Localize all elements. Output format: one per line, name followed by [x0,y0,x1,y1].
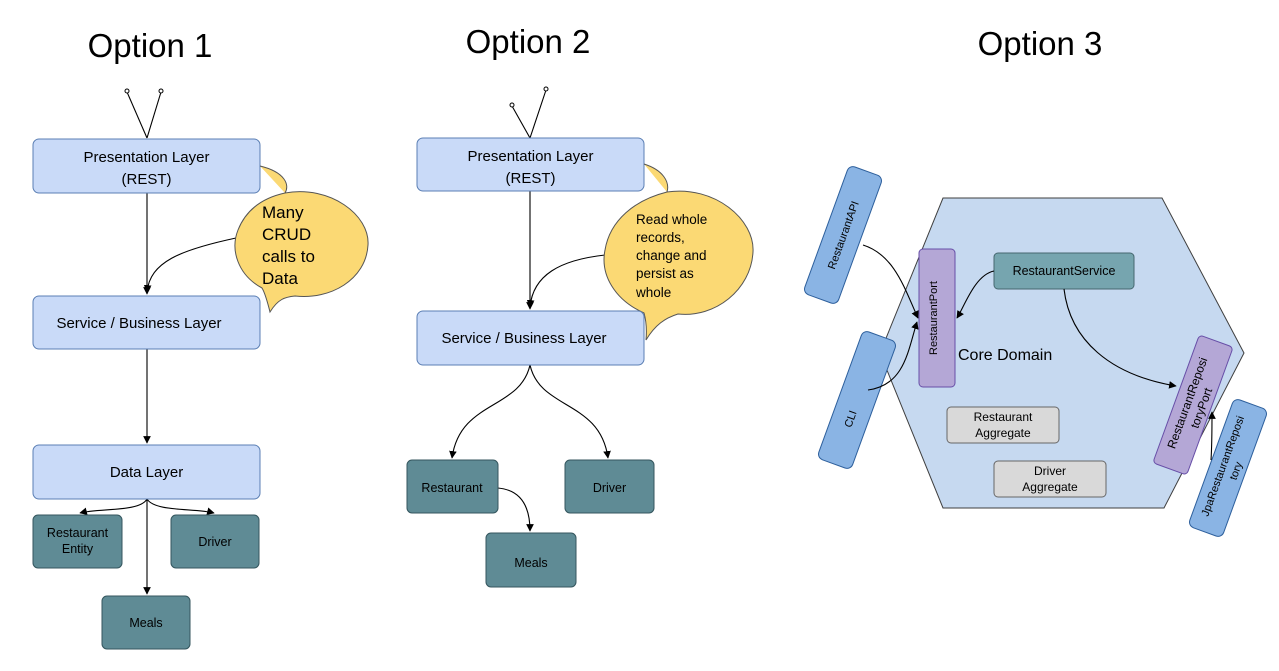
bubble-line-2: records, [636,230,685,245]
driver-label: Driver [593,481,626,495]
client-antenna-icon [509,86,549,139]
option-2: Option 2 Presentation Layer (REST) Read … [406,23,754,588]
restaurant-service-label: RestaurantService [1013,264,1116,278]
service-label: Service / Business Layer [56,315,221,332]
edge-service-restaurant [449,364,531,459]
option-2-title: Option 2 [466,23,591,60]
presentation-sublabel: (REST) [506,170,556,187]
meals-label: Meals [514,556,547,570]
edge-service-port [956,270,995,319]
data-layer-box: Data Layer [32,444,261,500]
bubble-line-1: Many [262,203,304,222]
restaurant-aggregate-box: Restaurant Aggregate [946,406,1060,444]
option-3: Option 3 Core Domain RestaurantAPI CLI J… [804,25,1267,537]
cli-adapter: CLI [818,331,896,469]
edge-jpa-repository-port [1208,411,1216,461]
driver-box: Driver [170,514,260,569]
speech-bubble: Many CRUD calls to Data [234,165,369,314]
edge-service-driver [529,364,611,459]
meals-box: Meals [101,595,191,650]
driver-box: Driver [564,459,655,514]
edge-api-port [862,244,919,319]
presentation-layer-box: Presentation Layer (REST) [416,137,645,192]
driver-aggregate-label-2: Aggregate [1022,480,1078,494]
bubble-line-1: Read whole [636,212,707,227]
restaurant-entity-box: Restaurant Entity [32,514,123,569]
restaurant-port-box: RestaurantPort [918,248,956,388]
bubble-line-2: CRUD [262,225,311,244]
edge-bubble-service [143,237,237,293]
driver-aggregate-box: Driver Aggregate [993,460,1107,498]
service-label: Service / Business Layer [441,330,606,347]
bubble-line-4: persist as [636,266,694,281]
bubble-line-5: whole [635,285,671,300]
core-domain-label: Core Domain [958,347,1052,364]
speech-bubble: Read whole records, change and persist a… [603,163,754,341]
driver-label: Driver [198,535,231,549]
edge-cli-port [867,321,919,391]
client-antenna-icon [124,88,164,139]
driver-aggregate-label-1: Driver [1034,464,1066,478]
restaurant-entity-label-2: Entity [62,542,94,556]
restaurant-aggregate-label-2: Aggregate [975,426,1031,440]
bubble-line-3: calls to [262,247,315,266]
bubble-line-4: Data [262,269,298,288]
restaurant-service-box: RestaurantService [993,252,1135,290]
edge-service-repository-port [1063,288,1177,389]
restaurant-box: Restaurant [406,459,499,514]
option-1-title: Option 1 [88,27,213,64]
presentation-layer-box: Presentation Layer (REST) [32,138,261,194]
restaurant-aggregate-label-1: Restaurant [974,410,1033,424]
presentation-label: Presentation Layer [84,149,210,166]
meals-label: Meals [129,616,162,630]
service-layer-box: Service / Business Layer [416,310,645,366]
presentation-sublabel: (REST) [122,171,172,188]
restaurant-api-adapter: RestaurantAPI [804,166,882,304]
data-layer-label: Data Layer [110,464,183,481]
cli-label: CLI [843,409,860,429]
edge-bubble-service [526,254,606,308]
bubble-line-3: change and [636,248,707,263]
restaurant-port-label: RestaurantPort [928,281,940,355]
restaurant-entity-label-1: Restaurant [47,526,109,540]
edge-restaurant-meals [497,487,534,532]
service-layer-box: Service / Business Layer [32,295,261,350]
meals-box: Meals [485,532,577,588]
edge-data-restaurant [79,498,148,516]
option-1: Option 1 Presentation Layer (REST) Many … [32,27,369,650]
presentation-label: Presentation Layer [468,148,594,165]
restaurant-label: Restaurant [421,481,483,495]
edge-data-driver [146,498,215,515]
option-3-title: Option 3 [978,25,1103,62]
